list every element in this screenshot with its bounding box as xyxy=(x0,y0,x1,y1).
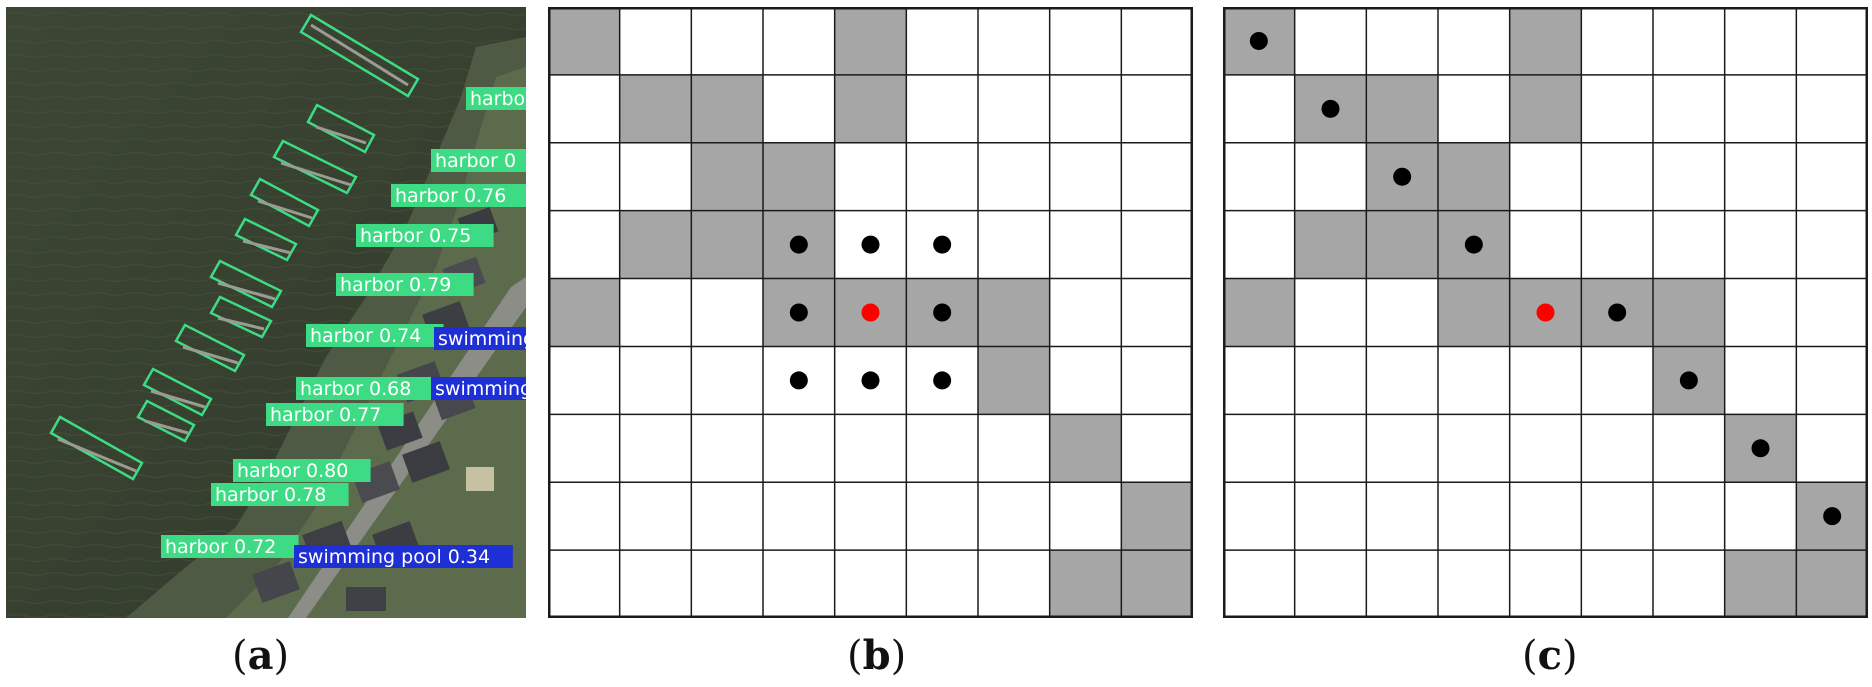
gray-cell xyxy=(978,278,1050,347)
grid-panel-b xyxy=(548,7,1193,618)
harbor-detection-label: harbor xyxy=(466,87,526,110)
black-dot xyxy=(1823,507,1842,526)
harbor-detection-label: harbor 0.77 xyxy=(266,403,404,426)
gray-cell xyxy=(1366,74,1438,143)
gray-cell xyxy=(619,210,692,279)
gray-cell xyxy=(1509,7,1582,75)
gray-cell xyxy=(1438,142,1510,211)
detection-label-text: harbor 0.77 xyxy=(270,404,381,426)
gray-cell xyxy=(978,346,1050,415)
detection-label-text: harbor 0.74 xyxy=(310,325,421,347)
gray-cell xyxy=(548,7,620,75)
harbor-detection-label: harbor 0.75 xyxy=(356,224,494,247)
detection-label-text: harbor 0 xyxy=(435,150,516,172)
gray-cell xyxy=(1223,278,1295,347)
gray-cell xyxy=(691,74,763,143)
pier-structures xyxy=(57,23,409,473)
black-dot xyxy=(1464,235,1483,254)
black-dot xyxy=(861,371,880,390)
gray-cell xyxy=(1121,482,1193,551)
caption-a: (a) xyxy=(232,632,290,679)
gray-cell xyxy=(619,74,692,143)
detection-label-text: harbor 0.75 xyxy=(360,225,471,247)
gray-cell xyxy=(834,7,907,75)
black-dot xyxy=(1608,303,1627,322)
black-dot xyxy=(789,303,808,322)
swimming-pool-detection-label: swimming pool 0 xyxy=(434,327,526,350)
lawns xyxy=(226,67,526,618)
detection-label-text: harbor 0.72 xyxy=(165,536,276,558)
black-dot xyxy=(933,303,952,322)
red-center-dot xyxy=(861,303,880,322)
gray-cell xyxy=(691,210,763,279)
black-dot xyxy=(933,371,952,390)
detection-label-text: harbor 0.78 xyxy=(215,484,326,506)
detection-label-text: harbor 0.80 xyxy=(237,460,348,482)
gray-cell xyxy=(1724,550,1797,618)
gray-cell xyxy=(763,142,835,211)
harbor-detection-label: harbor 0.72 xyxy=(161,535,299,558)
detection-label-text: swimming pool 0 xyxy=(438,328,526,350)
harbor-detection-label: harbor 0.78 xyxy=(211,483,349,506)
detection-label-text: harbor 0.79 xyxy=(340,274,451,296)
gray-cell xyxy=(691,142,763,211)
gray-cell xyxy=(548,278,620,347)
black-dot xyxy=(1393,167,1412,186)
red-center-dot xyxy=(1536,303,1555,322)
detection-label-text: swimming pool 0. xyxy=(435,378,526,400)
harbor-detection-label: harbor 0.79 xyxy=(336,273,474,296)
grid-panel-c xyxy=(1223,7,1868,618)
harbor-boxes xyxy=(49,13,420,481)
road xyxy=(288,277,526,618)
black-dot xyxy=(1249,31,1268,50)
detection-label-text: swimming pool 0.34 xyxy=(298,546,490,568)
harbor-detection-label: harbor 0.76 xyxy=(391,184,526,207)
caption-b: (b) xyxy=(847,632,907,679)
gray-cell xyxy=(1796,550,1868,618)
black-dot xyxy=(1751,439,1770,458)
gray-cell xyxy=(1653,278,1725,347)
detection-label-text: harbor 0.68 xyxy=(300,378,411,400)
gray-cell xyxy=(1366,210,1438,279)
grid-c-svg xyxy=(1223,7,1868,618)
swimming-pool-detection-label: swimming pool 0. xyxy=(431,377,526,400)
harbor-detection-label: harbor 0.74 xyxy=(306,324,444,347)
gray-cell xyxy=(1049,414,1122,483)
black-dot xyxy=(933,235,952,254)
caption-c: (c) xyxy=(1522,632,1578,679)
harbor-detection-label: harbor 0 xyxy=(431,149,526,172)
detection-label-text: harbor 0.76 xyxy=(395,185,506,207)
swimming-pool-detection-label: swimming pool 0.34 xyxy=(294,545,513,568)
black-dot xyxy=(861,235,880,254)
harbor-detection-label: harbor 0.68 xyxy=(296,377,434,400)
harbor-detection-label: harbor 0.80 xyxy=(233,459,371,482)
gray-cell xyxy=(1049,550,1122,618)
gray-cell xyxy=(834,74,907,143)
black-dot xyxy=(789,235,808,254)
gray-cell xyxy=(1294,210,1367,279)
black-dot xyxy=(1679,371,1698,390)
gray-cell xyxy=(1438,278,1510,347)
detection-label-text: harbor xyxy=(470,88,526,110)
grid-b-svg xyxy=(548,7,1193,618)
black-dot xyxy=(1321,99,1340,118)
gray-cell xyxy=(1509,74,1582,143)
gray-cell xyxy=(1121,550,1193,618)
black-dot xyxy=(789,371,808,390)
